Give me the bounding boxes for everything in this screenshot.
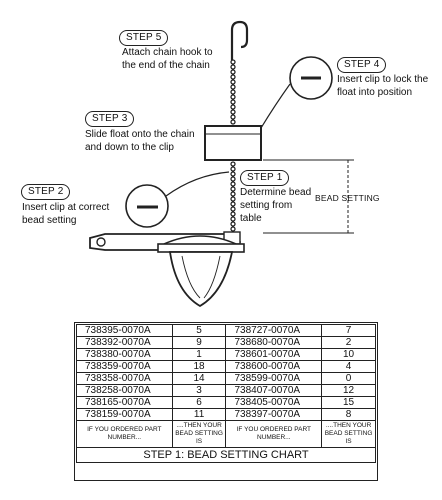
step1-line1: Determine bead	[240, 187, 312, 198]
chart-title: STEP 1: BEAD SETTING CHART	[76, 447, 376, 463]
step1-badge: STEP 1	[240, 170, 290, 186]
step2-text: Insert clip at correct bead setting	[22, 201, 109, 227]
step3-badge: STEP 3	[85, 111, 135, 127]
step3-text: Slide float onto the chain and down to t…	[85, 128, 195, 154]
bead-value-cell: 12	[321, 384, 376, 397]
chart-title-row: STEP 1: BEAD SETTING CHART	[76, 447, 376, 463]
step5-line1: Attach chain hook to	[122, 47, 213, 58]
bead-value-cell: 5	[171, 324, 227, 337]
table-row: 738358-0070A 14 738599-0070A 0	[76, 372, 376, 385]
chain-hook	[230, 20, 249, 60]
bead-value-cell: 18	[171, 360, 227, 373]
step5-text: Attach chain hook to the end of the chai…	[122, 46, 213, 72]
bead-value-cell: 3	[171, 384, 227, 397]
bead-column-header: ....THEN YOUR BEAD SETTING IS	[171, 420, 227, 448]
step3-line2: and down to the clip	[85, 142, 174, 153]
part-number-cell: 738601-0070A	[225, 348, 323, 361]
part-number-cell: 738165-0070A	[76, 396, 173, 409]
chart-header-row: IF YOU ORDERED PART NUMBER... ....THEN Y…	[76, 420, 376, 448]
part-number-cell: 738358-0070A	[76, 372, 173, 385]
part-column-header: IF YOU ORDERED PART NUMBER...	[225, 420, 323, 448]
step2-line1: Insert clip at correct	[22, 202, 110, 213]
part-number-cell: 738680-0070A	[225, 336, 323, 349]
bead-setting-chart: 738395-0070A 5 738727-0070A 7 738392-007…	[76, 324, 376, 463]
table-row: 738165-0070A 6 738405-0070A 15	[76, 396, 376, 409]
bead-value-cell: 9	[171, 336, 227, 349]
leader-step2	[165, 171, 230, 197]
table-row: 738359-0070A 18 738600-0070A 4	[76, 360, 376, 373]
step5-line2: the end of the chain	[122, 60, 210, 71]
bead-setting-label: BEAD SETTING	[315, 193, 380, 203]
part-number-cell: 738600-0070A	[225, 360, 323, 373]
table-row: 738380-0070A 1 738601-0070A 10	[76, 348, 376, 361]
part-number-cell: 738405-0070A	[225, 396, 323, 409]
step1-line2: setting from	[240, 200, 293, 211]
step4-text: Insert clip to lock the float into posit…	[337, 73, 428, 99]
leader-step4	[260, 83, 291, 129]
part-number-cell: 738599-0070A	[225, 372, 323, 385]
step1-line3: table	[240, 213, 262, 224]
step1-text: Determine bead setting from table	[240, 186, 311, 225]
part-column-header: IF YOU ORDERED PART NUMBER...	[76, 420, 173, 448]
clip-detail-step2	[125, 184, 169, 228]
chain-lower	[230, 161, 236, 232]
step2-badge: STEP 2	[21, 184, 71, 200]
step4-line2: float into position	[337, 87, 413, 98]
bead-value-cell: 1	[171, 348, 227, 361]
float	[204, 125, 262, 161]
bead-chart-frame	[74, 322, 378, 481]
step4-line1: Insert clip to lock the	[337, 74, 429, 85]
chain-upper	[230, 59, 236, 125]
bead-setting-dimension	[263, 159, 354, 234]
flapper-assembly-diagram	[89, 20, 354, 308]
part-number-cell: 738258-0070A	[76, 384, 173, 397]
bead-value-cell: 15	[321, 396, 376, 409]
bead-column-header: ....THEN YOUR BEAD SETTING IS	[321, 420, 376, 448]
table-row: 738392-0070A 9 738680-0070A 2	[76, 336, 376, 349]
step5-badge: STEP 5	[119, 30, 169, 46]
part-number-cell: 738395-0070A	[76, 324, 173, 337]
bead-value-cell: 11	[171, 408, 227, 421]
bead-value-cell: 0	[321, 372, 376, 385]
step3-line1: Slide float onto the chain	[85, 129, 195, 140]
bead-value-cell: 6	[171, 396, 227, 409]
bead-value-cell: 4	[321, 360, 376, 373]
clip-detail-step4	[289, 56, 333, 100]
bead-value-cell: 8	[321, 408, 376, 421]
step4-badge: STEP 4	[337, 57, 387, 73]
bead-value-cell: 14	[171, 372, 227, 385]
part-number-cell: 738397-0070A	[225, 408, 323, 421]
part-number-cell: 738159-0070A	[76, 408, 173, 421]
table-row: 738258-0070A 3 738407-0070A 12	[76, 384, 376, 397]
flapper	[89, 231, 245, 308]
part-number-cell: 738392-0070A	[76, 336, 173, 349]
part-number-cell: 738359-0070A	[76, 360, 173, 373]
part-number-cell: 738380-0070A	[76, 348, 173, 361]
step2-line2: bead setting	[22, 215, 77, 226]
part-number-cell: 738407-0070A	[225, 384, 323, 397]
bead-value-cell: 2	[321, 336, 376, 349]
part-number-cell: 738727-0070A	[225, 324, 323, 337]
bead-value-cell: 10	[321, 348, 376, 361]
bead-value-cell: 7	[321, 324, 376, 337]
table-row: 738395-0070A 5 738727-0070A 7	[76, 324, 376, 337]
table-row: 738159-0070A 11 738397-0070A 8	[76, 408, 376, 421]
